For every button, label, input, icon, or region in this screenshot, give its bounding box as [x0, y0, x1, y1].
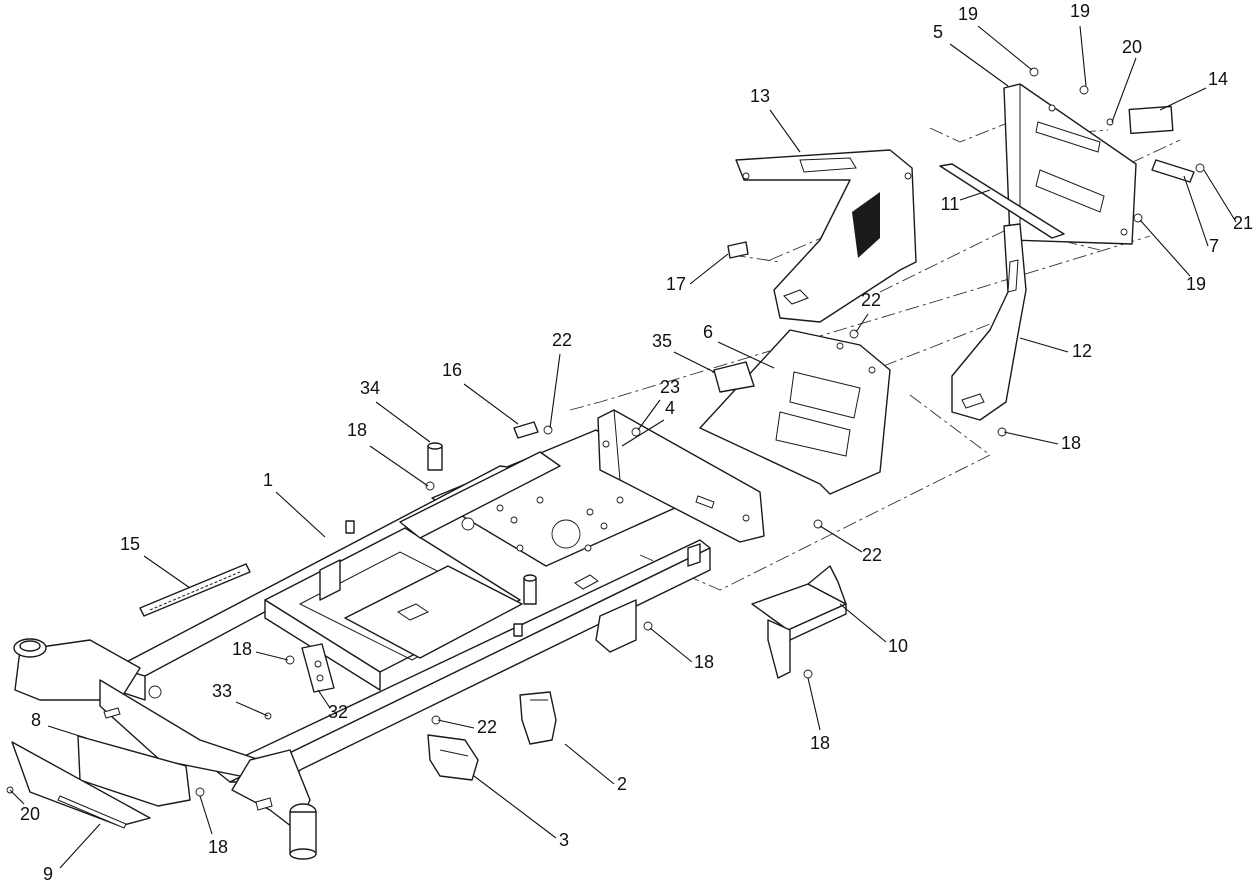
callout-18: 18 [232, 639, 252, 659]
side-panel-part-4 [597, 409, 765, 543]
back-plate-part-5 [1003, 83, 1137, 245]
callout-20: 20 [1122, 37, 1142, 57]
callout-7: 7 [1209, 236, 1219, 256]
callout-9: 9 [43, 864, 53, 884]
decal-part-16 [513, 421, 539, 439]
callout-22: 22 [861, 290, 881, 310]
callout-12: 12 [1072, 341, 1092, 361]
main-frame [13, 429, 711, 860]
callout-6: 6 [703, 322, 713, 342]
callout-17: 17 [666, 274, 686, 294]
callout-14: 14 [1208, 69, 1228, 89]
callout-18: 18 [810, 733, 830, 753]
decal-part-17 [727, 241, 749, 259]
callout-19: 19 [1186, 274, 1206, 294]
callout-15: 15 [120, 534, 140, 554]
callout-18: 18 [347, 420, 367, 440]
callout-4: 4 [665, 398, 675, 418]
panel-part-8 [77, 735, 191, 807]
callout-35: 35 [652, 331, 672, 351]
decal-strip-part-15 [139, 563, 251, 617]
callout-22: 22 [862, 545, 882, 565]
callout-18: 18 [694, 652, 714, 672]
decal-part-35 [713, 361, 755, 393]
rear-plate-part-6 [699, 329, 891, 495]
callout-32: 32 [328, 702, 348, 722]
bracket-part-2 [519, 691, 557, 745]
angle-strip-part-11 [939, 163, 1065, 239]
callout-16: 16 [442, 360, 462, 380]
callout-19: 19 [958, 4, 978, 24]
callout-11: 11 [941, 194, 960, 214]
callout-1: 1 [263, 470, 273, 490]
callout-5: 5 [933, 22, 943, 42]
seat-bracket-part-13 [735, 149, 917, 323]
leader-lines [9, 25, 1237, 869]
callout-18: 18 [208, 837, 228, 857]
callout-2: 2 [617, 774, 627, 794]
callout-34: 34 [360, 378, 380, 398]
callout-10: 10 [888, 636, 908, 656]
callout-22: 22 [552, 330, 572, 350]
callout-22: 22 [477, 717, 497, 737]
callout-3: 3 [559, 830, 569, 850]
callout-19: 19 [1070, 1, 1090, 21]
decal-part-14 [1128, 105, 1174, 135]
seat-bracket-part-12 [951, 223, 1027, 421]
link-part-7 [1151, 159, 1195, 183]
callout-18: 18 [1061, 433, 1081, 453]
hinge-bracket-part-32 [301, 643, 335, 693]
callout-13: 13 [750, 86, 770, 106]
callout-8: 8 [31, 710, 41, 730]
callout-21: 21 [1233, 213, 1253, 233]
callout-33: 33 [212, 681, 232, 701]
bracket-part-3 [427, 734, 479, 781]
bracket-part-10 [751, 565, 847, 679]
callout-23: 23 [660, 377, 680, 397]
knob-part-34 [427, 442, 443, 471]
panel-part-9 [11, 741, 151, 829]
callout-20: 20 [20, 804, 40, 824]
